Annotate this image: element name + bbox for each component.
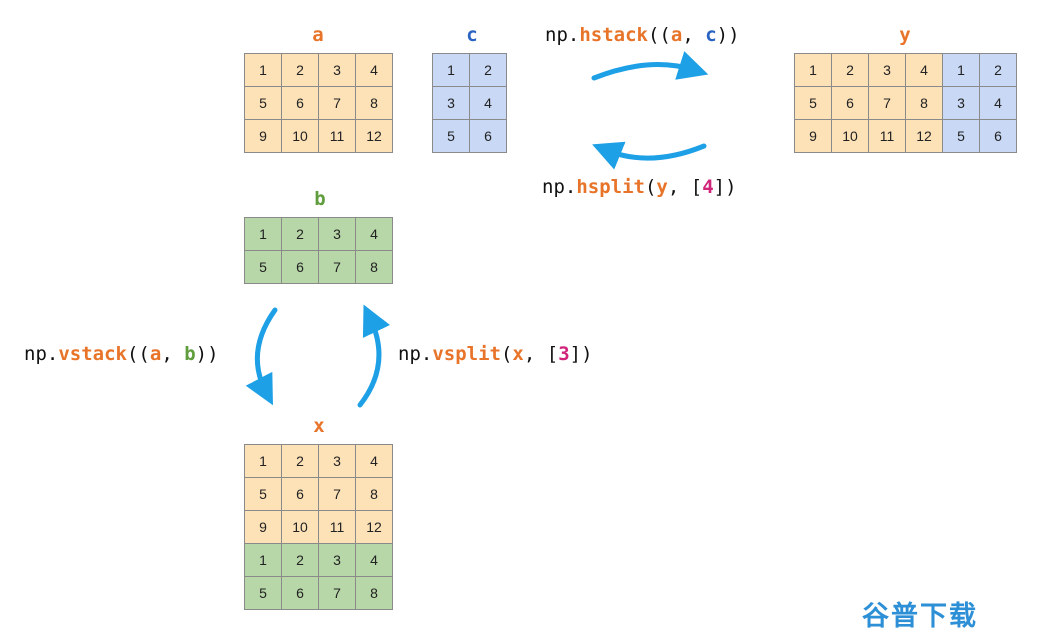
cell-x-4-2: 7: [318, 576, 356, 610]
hstack-close: )): [716, 24, 740, 46]
vsplit-arrow-icon: [357, 304, 391, 408]
hstack-arrow-icon: [591, 51, 709, 81]
cell-a-1-3: 8: [355, 86, 393, 120]
vstack-sep: ,: [161, 343, 185, 365]
hsplit-prefix: np.: [542, 176, 577, 198]
hsplit-fn: hsplit: [576, 176, 645, 198]
vstack-arrow-icon: [245, 307, 278, 406]
cell-b-0-0: 1: [244, 217, 282, 251]
vstack-arg-b: b: [184, 343, 196, 365]
hstack-arg-c: c: [705, 24, 717, 46]
cell-b-1-3: 8: [355, 250, 393, 284]
array-label-y: y: [899, 24, 911, 46]
hsplit-index: 4: [702, 176, 714, 198]
cell-a-2-3: 12: [355, 119, 393, 153]
cell-a-2-1: 10: [281, 119, 319, 153]
cell-x-1-3: 8: [355, 477, 393, 511]
cell-y-2-2: 11: [868, 119, 906, 153]
vsplit-close: ]): [569, 343, 593, 365]
vstack-code: np.vstack((a, b)): [24, 343, 219, 365]
hstack-open: ((: [647, 24, 671, 46]
array-label-a: a: [312, 24, 324, 46]
hsplit-close: ]): [713, 176, 737, 198]
vsplit-sep: , [: [523, 343, 559, 365]
cell-x-0-0: 1: [244, 444, 282, 478]
hsplit-code: np.hsplit(y, [4]): [542, 176, 737, 198]
cell-b-1-1: 6: [281, 250, 319, 284]
hsplit-arrow-icon: [592, 141, 707, 170]
cell-y-0-3: 4: [905, 53, 943, 87]
vsplit-code: np.vsplit(x, [3]): [398, 343, 593, 365]
cell-x-1-0: 5: [244, 477, 282, 511]
hsplit-arg-y: y: [656, 176, 668, 198]
vsplit-index: 3: [558, 343, 570, 365]
vstack-fn: vstack: [58, 343, 127, 365]
cell-b-1-0: 5: [244, 250, 282, 284]
cell-c-1-1: 4: [469, 86, 507, 120]
cell-x-0-3: 4: [355, 444, 393, 478]
vstack-prefix: np.: [24, 343, 59, 365]
cell-x-3-1: 2: [281, 543, 319, 577]
array-label-c: c: [466, 24, 478, 46]
cell-y-0-5: 2: [979, 53, 1017, 87]
cell-y-0-0: 1: [794, 53, 832, 87]
cell-x-3-3: 4: [355, 543, 393, 577]
watermark-logo: 谷普下载: [862, 601, 978, 632]
hsplit-sep: , [: [667, 176, 703, 198]
cell-c-2-1: 6: [469, 119, 507, 153]
cell-c-0-1: 2: [469, 53, 507, 87]
vsplit-arg-x: x: [512, 343, 524, 365]
cell-y-0-2: 3: [868, 53, 906, 87]
cell-x-3-0: 1: [244, 543, 282, 577]
hstack-fn: hstack: [579, 24, 648, 46]
array-label-x: x: [313, 415, 325, 437]
cell-b-0-3: 4: [355, 217, 393, 251]
vstack-open: ((: [126, 343, 150, 365]
cell-x-4-3: 8: [355, 576, 393, 610]
cell-y-2-4: 5: [942, 119, 980, 153]
cell-y-2-3: 12: [905, 119, 943, 153]
vstack-arg-a: a: [149, 343, 162, 365]
hstack-prefix: np.: [545, 24, 580, 46]
vsplit-open: (: [500, 343, 513, 365]
cell-x-4-0: 5: [244, 576, 282, 610]
cell-b-1-2: 7: [318, 250, 356, 284]
array-label-b: b: [314, 188, 326, 210]
hsplit-open: (: [644, 176, 657, 198]
cell-x-2-2: 11: [318, 510, 356, 544]
cell-y-2-1: 10: [831, 119, 869, 153]
hstack-code: np.hstack((a, c)): [545, 24, 740, 46]
vsplit-fn: vsplit: [432, 343, 501, 365]
cell-a-0-2: 3: [318, 53, 356, 87]
hstack-arg-a: a: [670, 24, 683, 46]
hstack-sep: ,: [682, 24, 706, 46]
cell-y-0-1: 2: [831, 53, 869, 87]
cell-a-2-2: 11: [318, 119, 356, 153]
vstack-close: )): [195, 343, 219, 365]
cell-a-0-3: 4: [355, 53, 393, 87]
vsplit-prefix: np.: [398, 343, 433, 365]
cell-y-2-5: 6: [979, 119, 1017, 153]
cell-a-2-0: 9: [244, 119, 282, 153]
